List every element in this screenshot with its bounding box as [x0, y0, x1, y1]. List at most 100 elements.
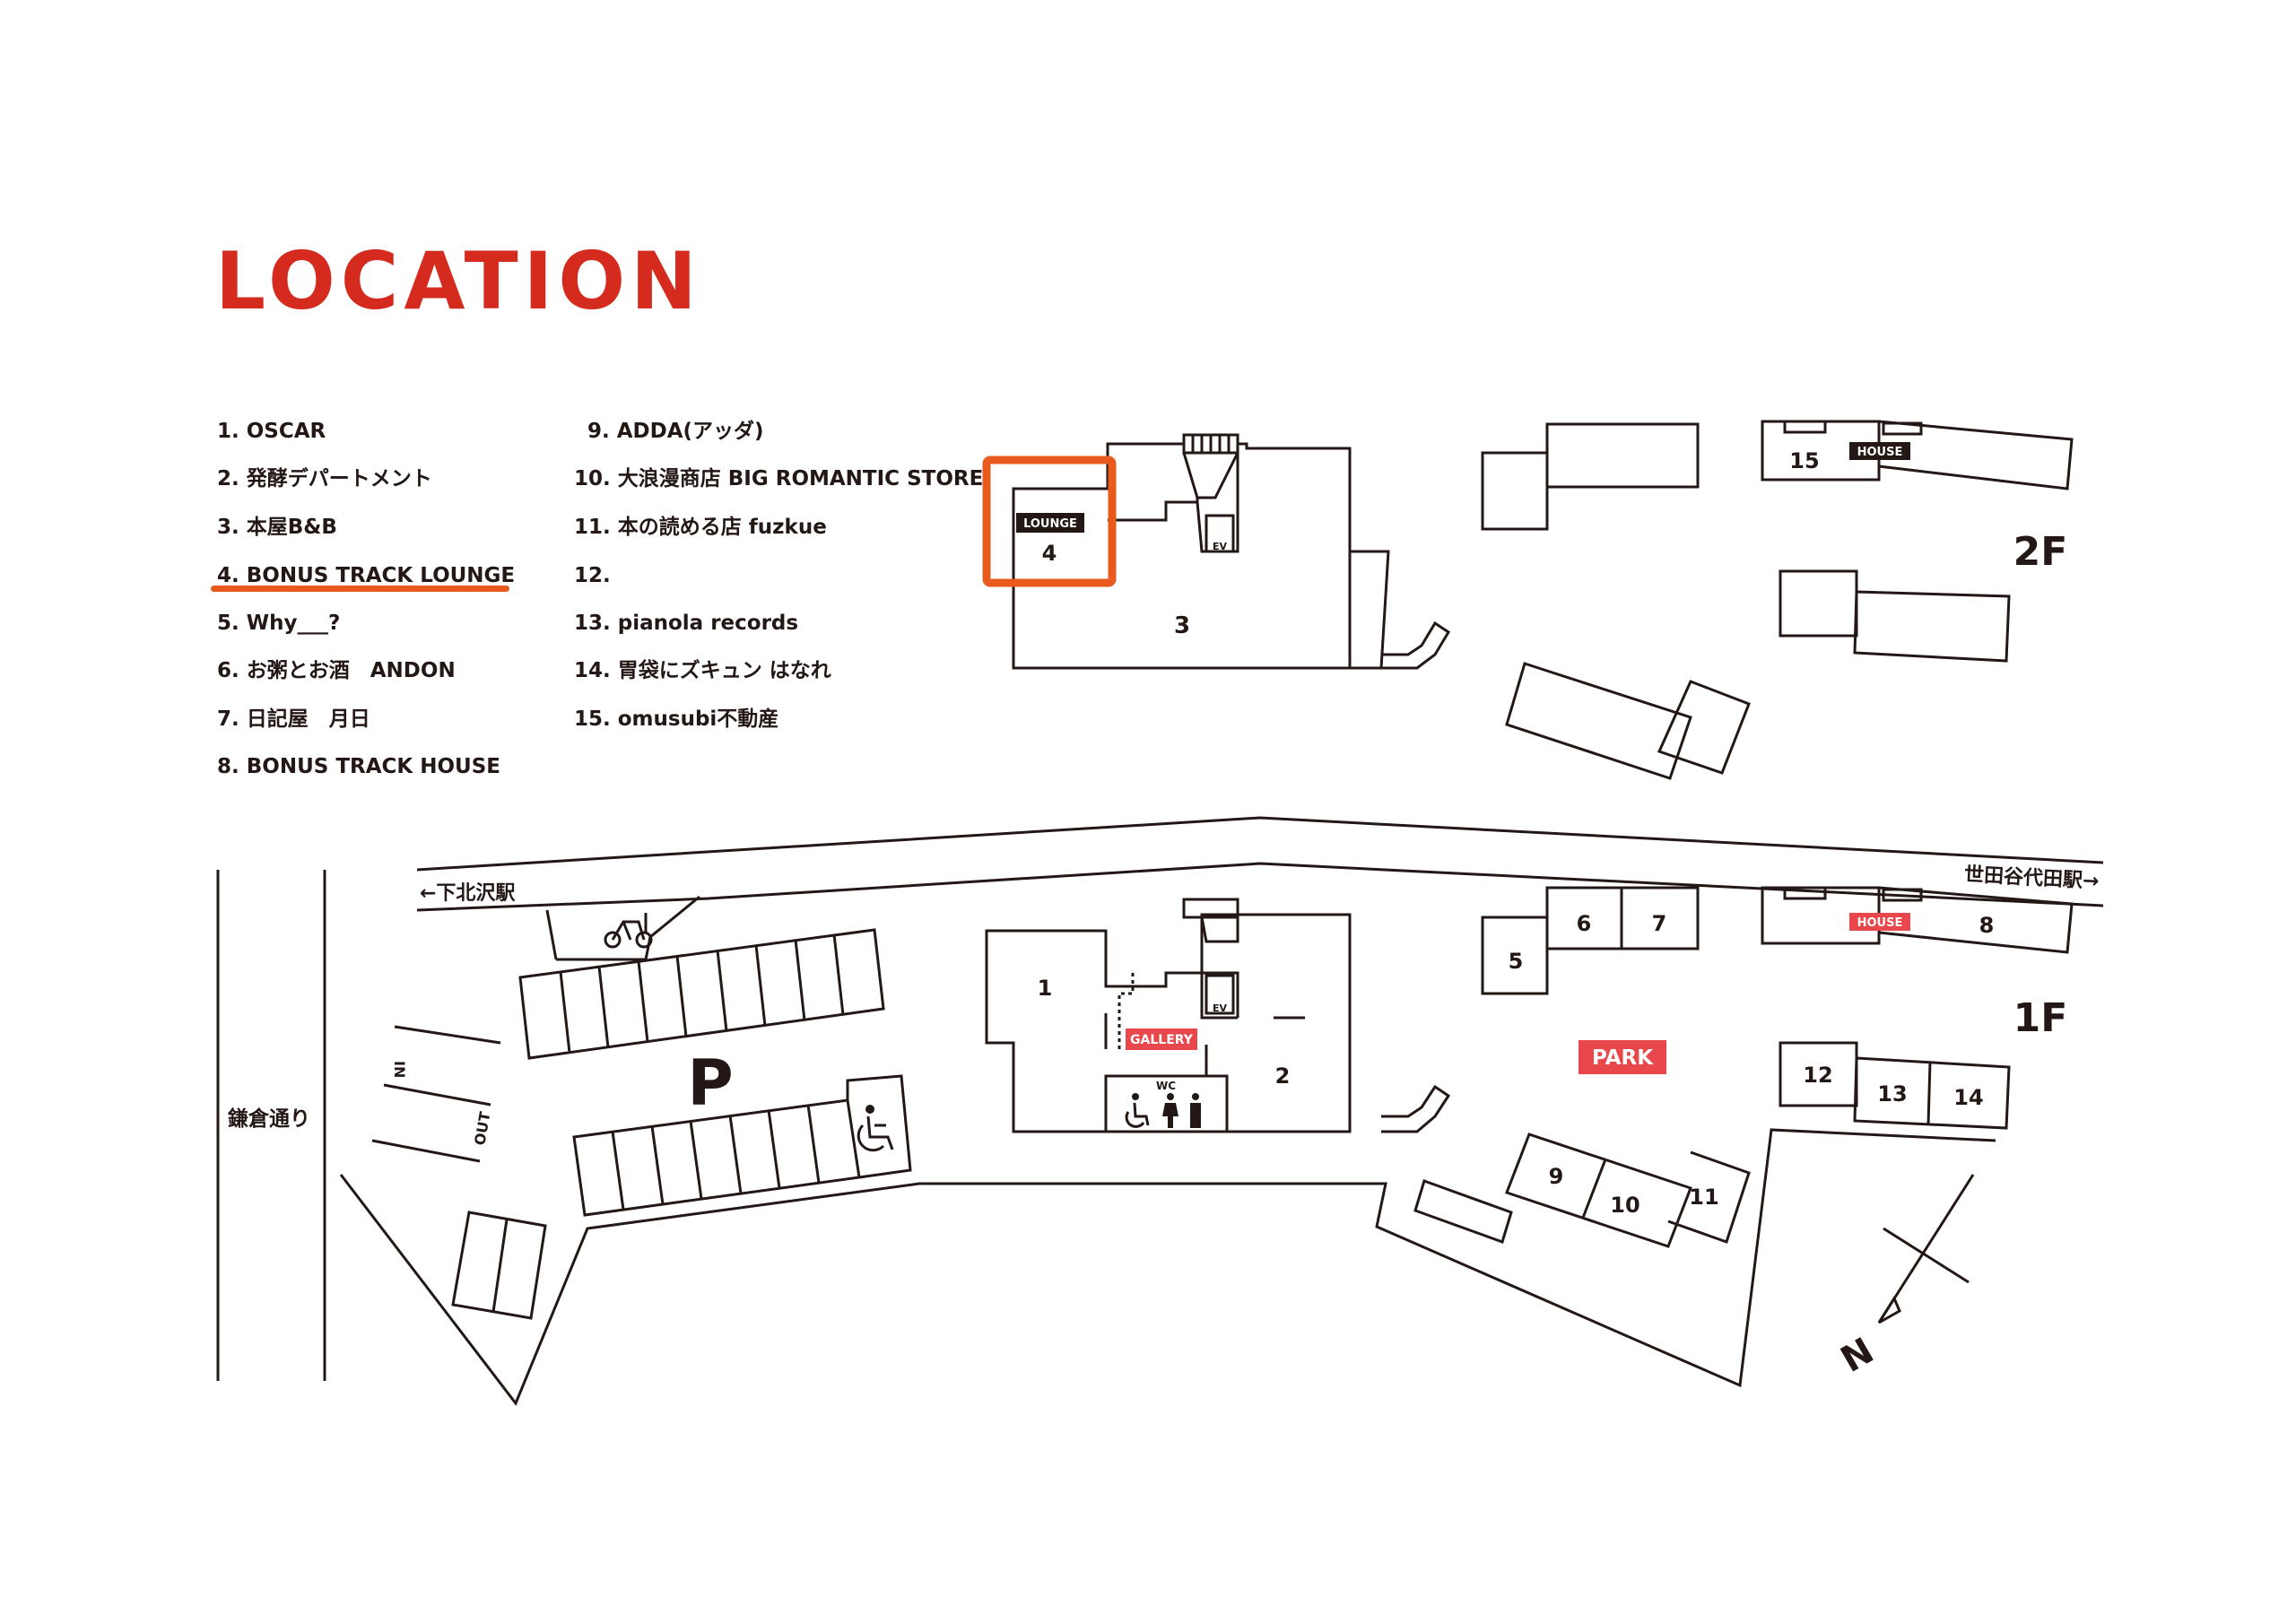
- house-label: HOUSE: [1857, 916, 1903, 930]
- street-label: 鎌倉通り: [228, 1107, 310, 1131]
- station-label-right: 世田谷代田駅→: [1963, 864, 2100, 893]
- inner-wall: [1200, 971, 1239, 1020]
- legend-item[interactable]: 1. OSCAR: [217, 420, 326, 443]
- building-8-annex: [1878, 886, 2074, 954]
- legend-item[interactable]: 11. 本の読める店 fuzkue: [574, 516, 827, 539]
- legend-item-highlighted[interactable]: 4. BONUS TRACK LOUNGE: [217, 564, 516, 587]
- stair-icon: [1182, 898, 1239, 919]
- lounge-badge: [1016, 513, 1084, 533]
- building-number: 8: [1979, 913, 1995, 938]
- building-outline: [1779, 569, 1858, 638]
- building-outline: [1853, 590, 2011, 663]
- building-number: 2: [1275, 1063, 1291, 1089]
- legend-item[interactable]: 7. 日記屋 月日: [217, 707, 370, 731]
- floor-label-1f: 1F: [2013, 995, 2068, 1041]
- gallery-badge: [1126, 1028, 1197, 1050]
- stair-icon: [1783, 886, 1827, 900]
- building-outline: [1657, 680, 1751, 775]
- legend-item[interactable]: 12.: [574, 564, 611, 587]
- building-number: 12: [1803, 1063, 1832, 1088]
- legend-item[interactable]: 15. omusubi不動産: [574, 707, 779, 731]
- legend-item[interactable]: 5. Why___?: [217, 612, 341, 635]
- stair-landing: [1108, 452, 1239, 522]
- parking-row: [572, 1074, 912, 1217]
- legend-item[interactable]: 13. pianola records: [574, 612, 799, 635]
- building-number: 4: [1042, 541, 1057, 566]
- building-15-outline[interactable]: [1761, 420, 1881, 482]
- shed-outline: [1413, 1179, 1513, 1244]
- wheelchair-icon: [857, 1105, 894, 1152]
- page-title: LOCATION: [215, 235, 702, 327]
- lot-outline: [451, 1211, 547, 1320]
- building-number: 6: [1577, 911, 1592, 936]
- floor-label-2f: 2F: [2013, 529, 2068, 575]
- elevator-label: EV: [1213, 541, 1228, 552]
- building-3-east-wing: [1350, 550, 1390, 670]
- wc-block: [1104, 1074, 1229, 1133]
- parking-boundary: [545, 895, 700, 961]
- stair-landing: [1200, 916, 1239, 943]
- stair-east: [1381, 621, 1451, 670]
- stair-east: [1381, 1084, 1451, 1133]
- building-number: 13: [1877, 1081, 1907, 1107]
- building-3-outline[interactable]: [1012, 442, 1352, 670]
- station-label-left: ←下北沢駅: [420, 882, 515, 905]
- building-8-outline[interactable]: [1761, 886, 1881, 945]
- north-arrow-icon: N: [1834, 1174, 1975, 1381]
- building-15-annex: [1878, 420, 2074, 490]
- lounge-label: LOUNGE: [1023, 517, 1077, 531]
- building-11-outline[interactable]: [1667, 1150, 1751, 1244]
- building-number: 14: [1953, 1085, 1983, 1110]
- park-label: PARK: [1592, 1046, 1654, 1070]
- legend-item[interactable]: 8. BONUS TRACK HOUSE: [217, 755, 500, 778]
- lane-line: [394, 1025, 501, 1045]
- building-outline: [1481, 451, 1549, 531]
- floor-2f: EV LOUNGE 4 3 15 HOUSE 2F: [982, 420, 2074, 780]
- building-number: 15: [1789, 448, 1819, 473]
- out-label: OUT: [471, 1110, 493, 1146]
- elevator-icon: [1205, 514, 1235, 553]
- building-4-highlight[interactable]: [982, 456, 1117, 587]
- building-number: 1: [1038, 976, 1053, 1001]
- bicycle-icon: [604, 913, 653, 949]
- floor-1f: P IN OUT E: [339, 886, 2074, 1406]
- house-badge: [1849, 913, 1910, 931]
- building-number: 11: [1689, 1185, 1718, 1210]
- north-label: N: [1834, 1330, 1881, 1381]
- restroom-icon: [1125, 1093, 1201, 1128]
- legend-item[interactable]: 2. 発酵デパートメント: [217, 467, 432, 490]
- highlight-underline: [211, 586, 509, 592]
- gallery-label: GALLERY: [1130, 1033, 1194, 1047]
- park-badge[interactable]: [1578, 1040, 1666, 1074]
- building-9-10-11-outline[interactable]: [1505, 1133, 1692, 1248]
- building-1-outline[interactable]: [985, 913, 1352, 1133]
- road-north-edge: [416, 816, 2104, 872]
- legend-item[interactable]: 6. お粥とお酒 ANDON: [217, 659, 456, 682]
- building-outline: [1545, 422, 1700, 489]
- building-outline: [1505, 662, 1692, 780]
- legend-item[interactable]: 3. 本屋B&B: [217, 516, 337, 539]
- in-label: IN: [391, 1061, 408, 1078]
- roads: 鎌倉通り ←下北沢駅 世田谷代田駅→: [216, 816, 2104, 1381]
- legend-item[interactable]: 9. ADDA(アッダ): [587, 420, 764, 443]
- building-number: 9: [1549, 1164, 1564, 1189]
- wc-label: WC: [1156, 1080, 1176, 1092]
- site-boundary: [339, 1128, 1996, 1406]
- legend-item[interactable]: 14. 胃袋にズキュン はなれ: [574, 659, 831, 682]
- stair-steps: [1191, 435, 1231, 453]
- lane-line: [383, 1083, 491, 1107]
- building-13-14-outline[interactable]: [1853, 1056, 2011, 1130]
- building-5-outline[interactable]: [1481, 916, 1549, 995]
- stair-icon: [1783, 420, 1827, 434]
- road-south-edge: [416, 862, 2104, 912]
- building-number: 10: [1610, 1193, 1639, 1218]
- parking-row: [518, 928, 885, 1060]
- house-label: HOUSE: [1857, 446, 1903, 459]
- legend-item[interactable]: 10. 大浪漫商店 BIG ROMANTIC STORE: [574, 467, 984, 490]
- building-number: 5: [1509, 949, 1524, 974]
- house-badge: [1849, 442, 1910, 460]
- parking-label: P: [687, 1046, 733, 1120]
- gallery-path: [1118, 973, 1135, 1049]
- elevator-label: EV: [1213, 1002, 1228, 1014]
